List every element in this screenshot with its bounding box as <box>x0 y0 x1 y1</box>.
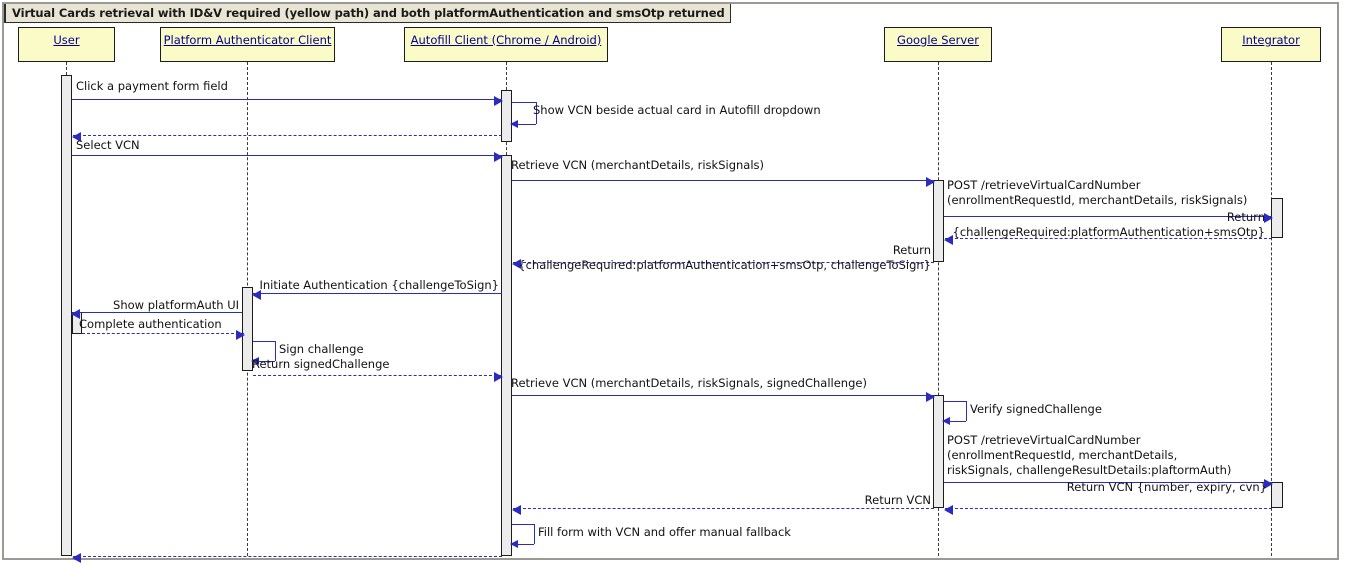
message-label-server-challenge-required-line2: {challengeRequired:platformAuthenticatio… <box>518 258 931 272</box>
message-arrow-show-platformauth-ui <box>71 308 242 319</box>
arrowhead-right-icon <box>1264 478 1273 489</box>
participant-integrator-label: Integrator <box>1242 33 1300 47</box>
message-arrow-post-retrieve-vcn-1 <box>944 212 1273 223</box>
arrowhead-left-icon <box>252 289 261 300</box>
message-label-verify-signed-challenge: Verify signedChallenge <box>970 402 1102 416</box>
arrowhead-right-icon <box>494 95 503 106</box>
diagram-title: Virtual Cards retrieval with ID&V requir… <box>12 6 725 20</box>
message-arrow-return-signed-challenge <box>253 371 503 382</box>
participant-platform-authenticator-client-label: Platform Authenticator Client <box>163 33 332 47</box>
message-label-integrator-challenge-required-line2: {challengeRequired:platformAuthenticatio… <box>952 225 1265 239</box>
message-label-show-platformauth-ui: Show platformAuth UI <box>113 298 239 312</box>
activation-platform-authenticator-client <box>242 287 253 371</box>
arrowhead-right-icon <box>926 391 935 402</box>
self-message-sign-challenge <box>251 341 276 365</box>
participant-user[interactable]: User <box>18 27 115 62</box>
message-arrow-select-vcn <box>72 151 503 162</box>
message-label-click-payment-field: Click a payment form field <box>76 79 228 93</box>
message-label-initiate-authentication: Initiate Authentication {challengeToSign… <box>259 278 499 292</box>
message-arrow-integrator-return-vcn <box>944 504 1272 515</box>
participant-integrator[interactable]: Integrator <box>1221 27 1321 62</box>
message-label-post-retrieve-vcn-2-line2: (enrollmentRequestId, merchantDetails, <box>947 448 1178 462</box>
activation-google-server-first <box>933 180 944 262</box>
arrowhead-left-icon <box>944 504 953 515</box>
message-arrow-initiate-authentication <box>252 289 502 300</box>
arrowhead-right-icon <box>926 176 935 187</box>
message-arrow-server-challenge-required <box>512 258 934 269</box>
message-label-show-vcn: Show VCN beside actual card in Autofill … <box>533 103 821 117</box>
message-label-fill-form: Fill form with VCN and offer manual fall… <box>538 525 791 539</box>
message-arrow-final-return <box>72 552 502 563</box>
message-arrow-dropdown-return <box>72 131 502 142</box>
lifeline-integrator <box>1271 62 1272 556</box>
message-arrow-retrieve-vcn-1 <box>512 176 935 187</box>
arrowhead-right-icon <box>494 151 503 162</box>
arrowhead-left-icon <box>72 131 81 142</box>
message-label-select-vcn: Select VCN <box>76 138 140 152</box>
activation-autofill-dropdown <box>501 90 512 142</box>
arrowhead-left-icon <box>71 308 80 319</box>
message-arrow-click-payment-field <box>72 95 503 106</box>
participant-platform-authenticator-client[interactable]: Platform Authenticator Client <box>160 27 335 62</box>
participant-google-server[interactable]: Google Server <box>884 27 992 62</box>
message-label-post-retrieve-vcn-1-line2: (enrollmentRequestId, merchantDetails, r… <box>947 193 1248 207</box>
participant-autofill-client[interactable]: Autofill Client (Chrome / Android) <box>404 27 608 62</box>
self-message-verify-signed-challenge <box>942 401 967 425</box>
activation-integrator-second <box>1271 482 1283 508</box>
participant-user-label: User <box>53 33 80 47</box>
participant-google-server-label: Google Server <box>897 33 979 47</box>
arrowhead-right-icon <box>1264 212 1273 223</box>
message-label-complete-authentication: Complete authentication <box>79 317 222 331</box>
message-label-post-retrieve-vcn-2-line1: POST /retrieveVirtualCardNumber <box>947 433 1141 447</box>
message-label-server-return-vcn: Return VCN <box>864 493 931 507</box>
message-label-return-signed-challenge: Return signedChallenge <box>252 357 390 371</box>
lifeline-google-server <box>938 62 939 556</box>
message-arrow-retrieve-vcn-2 <box>512 391 935 402</box>
message-label-post-retrieve-vcn-1-line1: POST /retrieveVirtualCardNumber <box>947 178 1141 192</box>
activation-google-server-second <box>933 395 944 508</box>
self-message-show-vcn <box>510 102 537 128</box>
arrowhead-right-icon <box>236 329 245 340</box>
arrowhead-right-icon <box>494 371 503 382</box>
message-label-integrator-challenge-required-line1: Return <box>1226 210 1265 224</box>
arrowhead-left-icon <box>72 552 81 563</box>
message-label-retrieve-vcn-1: Retrieve VCN (merchantDetails, riskSigna… <box>511 158 764 172</box>
diagram-title-tab: Virtual Cards retrieval with ID&V requir… <box>4 4 731 23</box>
message-label-post-retrieve-vcn-2-line3: riskSignals, challengeResultDetails:plaf… <box>947 463 1232 477</box>
message-label-sign-challenge: Sign challenge <box>279 342 364 356</box>
self-message-fill-form <box>510 524 535 548</box>
message-label-retrieve-vcn-2: Retrieve VCN (merchantDetails, riskSigna… <box>511 376 867 390</box>
arrowhead-left-icon <box>512 258 521 269</box>
message-arrow-integrator-challenge-required <box>944 234 1272 245</box>
message-arrow-post-retrieve-vcn-2 <box>944 478 1273 489</box>
activation-autofill-main <box>501 155 512 556</box>
arrowhead-left-icon <box>512 504 521 515</box>
message-arrow-server-return-vcn <box>512 504 934 515</box>
title-tab-left-edge <box>4 4 6 23</box>
message-arrow-complete-authentication <box>82 329 245 340</box>
participant-autofill-client-label: Autofill Client (Chrome / Android) <box>410 33 602 47</box>
message-label-server-challenge-required-line1: Return <box>892 243 931 257</box>
arrowhead-left-icon <box>944 234 953 245</box>
message-label-integrator-return-vcn: Return VCN {number, expiry, cvn} <box>1066 480 1267 494</box>
